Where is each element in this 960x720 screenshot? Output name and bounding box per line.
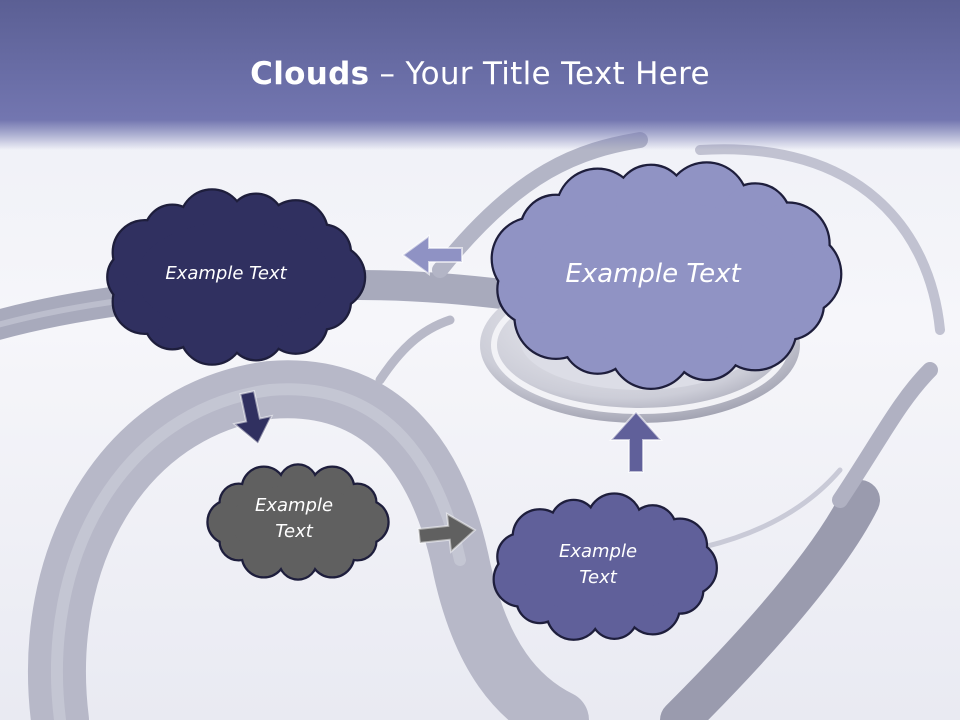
- arrow-down: [232, 389, 274, 446]
- cloud-top-left: [106, 188, 367, 366]
- arrow-up: [608, 410, 664, 473]
- arrow-right: [417, 512, 477, 554]
- title-bold-part: Clouds: [250, 56, 370, 92]
- title-dash: –: [369, 56, 406, 92]
- cloud-top-left-label: Example Text: [128, 250, 324, 298]
- cloud-middle-left-line-2: Text: [275, 521, 313, 542]
- cloud-bottom-right-line-2: Text: [579, 567, 617, 588]
- page-title: Clouds – Your Title Text Here: [0, 56, 960, 92]
- cloud-middle-left-line-1: Example: [254, 494, 334, 516]
- title-band: [0, 0, 960, 150]
- arrows-layer: [232, 234, 664, 554]
- cloud-bottom-right-line-1: Example: [558, 540, 638, 562]
- cloud-bottom-right-label: Example Text: [526, 533, 670, 597]
- cloud-middle-left: [206, 463, 390, 581]
- clouds-layer: [106, 161, 843, 641]
- cloud-middle-left-label: Example Text: [226, 488, 362, 550]
- title-rest: Your Title Text Here: [405, 56, 710, 92]
- cloud-top-right-text: Example Text: [565, 259, 741, 290]
- cloud-top-right: [490, 161, 843, 390]
- arrow-left: [401, 234, 463, 276]
- cloud-top-left-text: Example Text: [165, 262, 287, 284]
- cloud-top-right-label: Example Text: [530, 248, 776, 302]
- cloud-bottom-right: [492, 492, 718, 641]
